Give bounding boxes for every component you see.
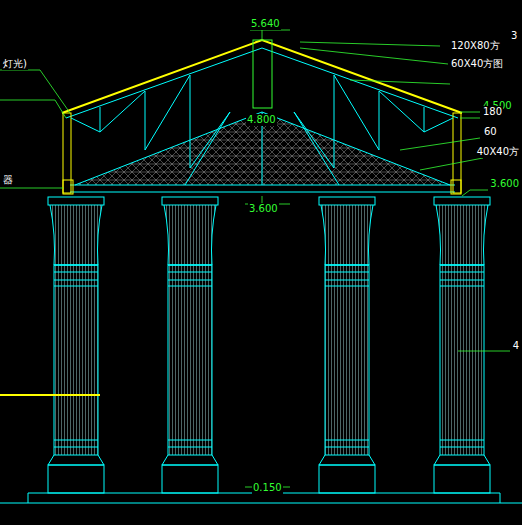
column-part bbox=[48, 197, 104, 205]
column-part bbox=[168, 280, 212, 281]
column-part bbox=[434, 465, 490, 493]
column-part bbox=[325, 265, 369, 455]
column-part bbox=[440, 440, 484, 441]
column-part bbox=[54, 447, 98, 448]
column-part bbox=[54, 265, 98, 266]
dimension-label: 4.800 bbox=[246, 114, 277, 126]
ground bbox=[0, 493, 522, 503]
column-part bbox=[48, 455, 104, 465]
column-part bbox=[168, 440, 212, 441]
column-part bbox=[168, 286, 212, 287]
callout-label: 灯光) bbox=[2, 58, 28, 70]
column-part bbox=[436, 205, 488, 265]
column-part bbox=[54, 280, 98, 281]
dimension-label: 5.640 bbox=[250, 18, 281, 30]
callout-label: 60X40方图 bbox=[450, 58, 504, 70]
column-part bbox=[440, 272, 484, 273]
dimension-label: 0.150 bbox=[252, 482, 283, 494]
column-part bbox=[325, 272, 369, 273]
column-part bbox=[168, 272, 212, 273]
column-part bbox=[168, 265, 212, 455]
column-part bbox=[325, 280, 369, 281]
column-part bbox=[164, 205, 216, 265]
callout-label: 40X40方 bbox=[476, 146, 520, 158]
truss-mesh bbox=[75, 112, 450, 185]
column-part bbox=[168, 265, 212, 266]
column-part bbox=[319, 455, 375, 465]
column-part bbox=[321, 205, 373, 265]
column-part bbox=[434, 455, 490, 465]
column-part bbox=[325, 286, 369, 287]
leader-lines bbox=[0, 30, 510, 487]
column-part bbox=[48, 465, 104, 493]
callout-label: 4 bbox=[512, 340, 520, 352]
column-part bbox=[54, 440, 98, 441]
column-part bbox=[168, 447, 212, 448]
column-part bbox=[434, 197, 490, 205]
column-part bbox=[162, 197, 218, 205]
column-part bbox=[162, 465, 218, 493]
column-part bbox=[54, 286, 98, 287]
column-part bbox=[50, 205, 102, 265]
column-part bbox=[440, 280, 484, 281]
column-part bbox=[162, 455, 218, 465]
callout-label: 3 bbox=[510, 30, 518, 42]
column-part bbox=[54, 265, 98, 455]
dimension-label: 3.600 bbox=[248, 203, 279, 215]
callout-label: 60 bbox=[483, 126, 498, 138]
column-part bbox=[325, 265, 369, 266]
roof-truss bbox=[62, 40, 462, 194]
column-part bbox=[319, 197, 375, 205]
column-part bbox=[325, 440, 369, 441]
column-part bbox=[440, 265, 484, 266]
columns bbox=[48, 197, 490, 493]
column-part bbox=[440, 265, 484, 455]
callout-label: 180 bbox=[482, 106, 503, 118]
column-part bbox=[440, 286, 484, 287]
callout-label: 120X80方 bbox=[450, 40, 501, 52]
dimension-label: 3.600 bbox=[489, 178, 520, 190]
column-part bbox=[325, 447, 369, 448]
column-part bbox=[54, 272, 98, 273]
callout-label: 器 bbox=[2, 174, 14, 186]
column-part bbox=[440, 447, 484, 448]
column-part bbox=[319, 465, 375, 493]
